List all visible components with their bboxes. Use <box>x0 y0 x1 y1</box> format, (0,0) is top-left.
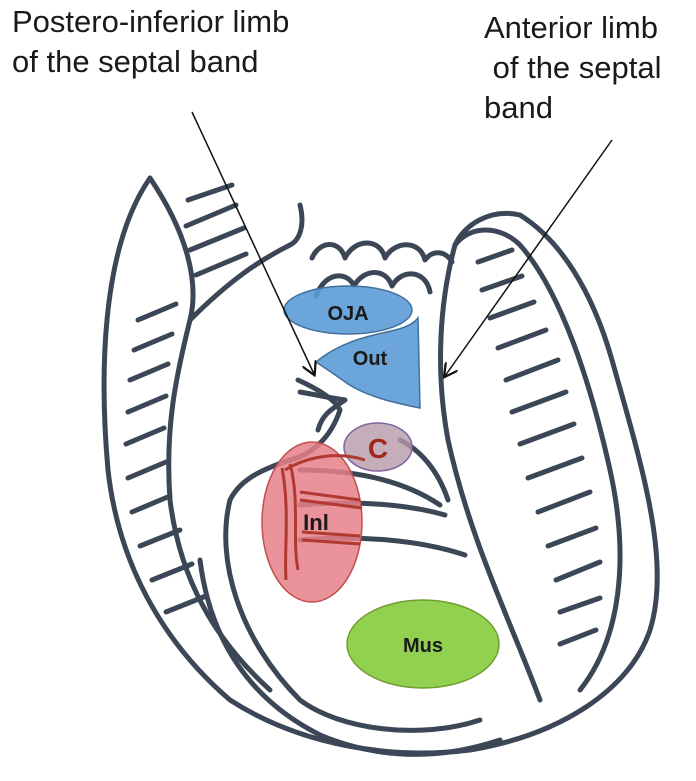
oja-label: OJA <box>327 303 368 325</box>
c-label: C <box>368 433 388 464</box>
inl-label: Inl <box>303 510 329 535</box>
septal-wall-upper <box>190 205 302 320</box>
valve-cusps <box>312 243 452 262</box>
out-label: Out <box>353 348 388 370</box>
mus-label: Mus <box>403 635 443 657</box>
anterior-limb-arrow <box>445 140 612 376</box>
